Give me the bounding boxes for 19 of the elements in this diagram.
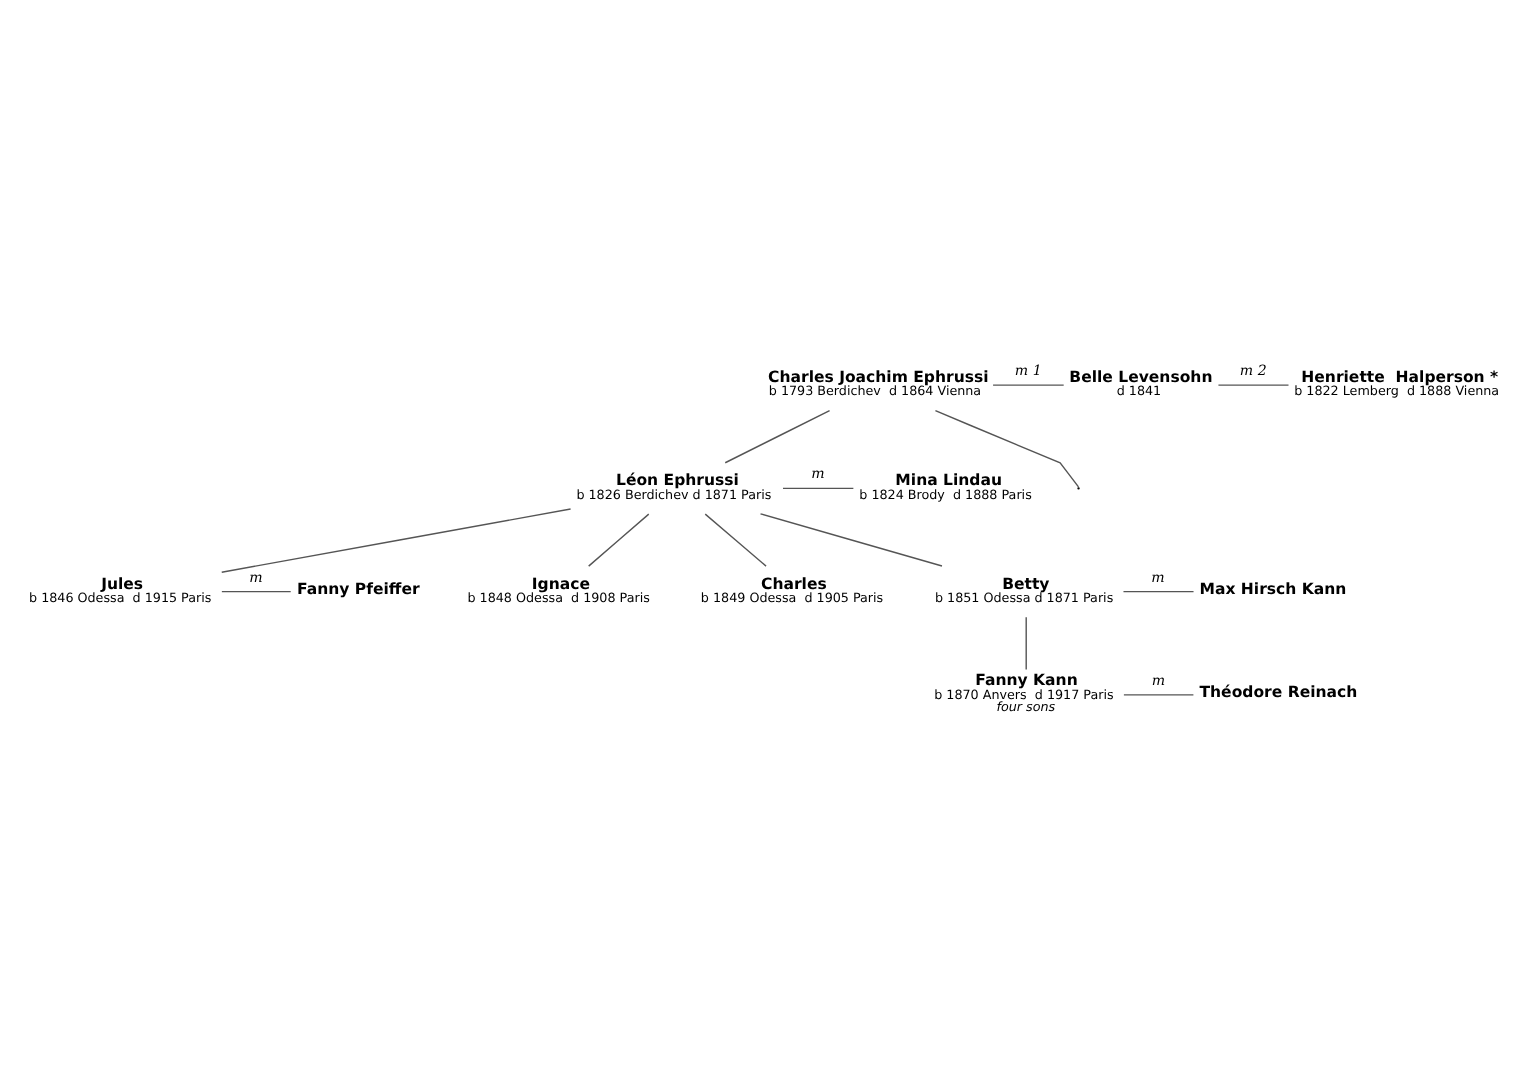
connector [934, 409, 1080, 487]
connector [221, 507, 572, 572]
edge-label: m 2 [1239, 360, 1267, 379]
connector [1122, 589, 1195, 592]
connector [587, 512, 650, 566]
connector [1025, 615, 1027, 670]
connector [782, 486, 855, 489]
edge-label: m [249, 566, 263, 585]
connector [1217, 383, 1290, 385]
connector [704, 512, 767, 566]
connector [1123, 693, 1195, 695]
edge-label: m 1 [1014, 360, 1042, 379]
edge-label: m [1151, 669, 1166, 688]
connector [724, 408, 831, 463]
edge-label: m [1151, 566, 1165, 585]
edge-label: m [811, 463, 825, 482]
connector [221, 589, 292, 592]
connector [992, 383, 1065, 385]
connector [759, 512, 943, 566]
